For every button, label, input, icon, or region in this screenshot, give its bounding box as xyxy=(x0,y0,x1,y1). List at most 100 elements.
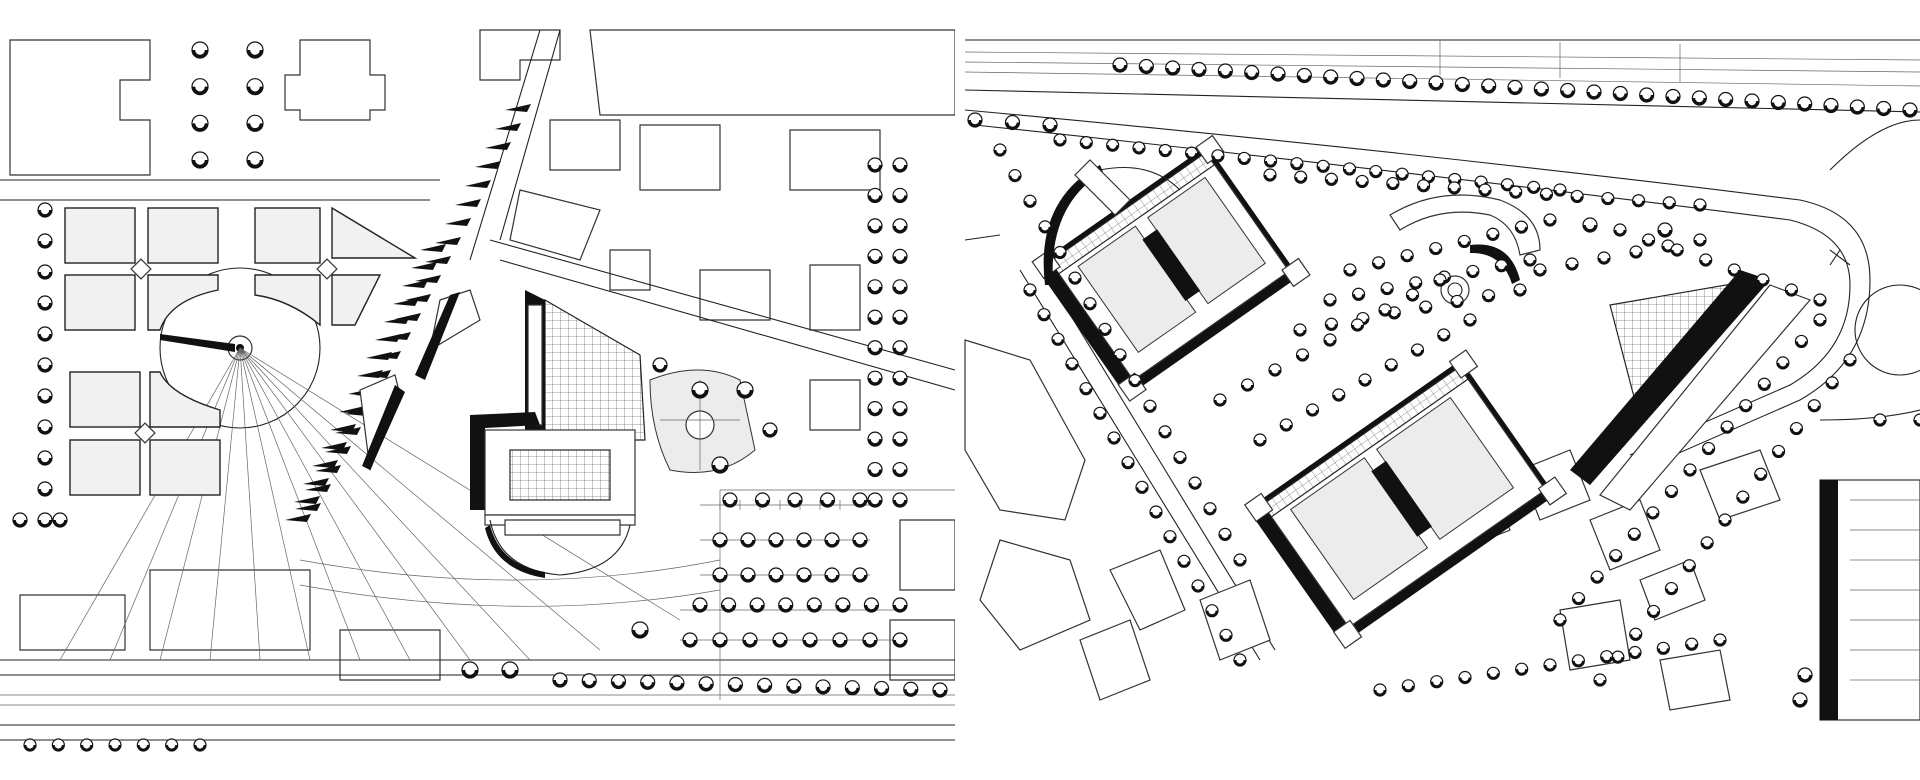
tree-shadow xyxy=(868,347,882,355)
tree-shadow xyxy=(1554,190,1566,196)
tree-shadow xyxy=(1685,644,1698,651)
tree-shadow xyxy=(1139,66,1154,74)
tree-shadow xyxy=(194,745,206,751)
tree-shadow xyxy=(807,605,822,612)
tree-shadow xyxy=(1508,87,1522,95)
tree-shadow xyxy=(1771,102,1786,110)
tree-shadow xyxy=(1629,634,1642,641)
pylon-marker xyxy=(393,298,419,306)
tree-shadow xyxy=(1352,294,1365,301)
tree-shadow xyxy=(868,317,882,325)
tree-shadow xyxy=(1785,290,1798,296)
tree-shadow xyxy=(750,605,765,612)
tree-shadow xyxy=(868,408,882,416)
tree-shadow xyxy=(1614,230,1626,236)
tree-shadow xyxy=(968,120,982,127)
tree-shadow xyxy=(1024,290,1036,296)
tree-shadow xyxy=(713,540,727,547)
tree-shadow xyxy=(1114,355,1126,361)
left-site-plan xyxy=(0,29,956,760)
tree-shadow xyxy=(741,540,755,547)
tree-shadow xyxy=(192,123,208,132)
tree-shadow xyxy=(502,670,518,678)
tree-shadow xyxy=(1903,110,1917,117)
surrounding-buildings xyxy=(9,29,956,681)
tree-shadow xyxy=(699,683,714,691)
parking-lot xyxy=(680,500,900,641)
tree-shadow xyxy=(38,334,52,341)
tree-shadow xyxy=(1411,350,1424,356)
tree-shadow xyxy=(868,165,882,172)
pylon-marker xyxy=(455,199,481,207)
pylon-marker xyxy=(475,161,501,169)
tree-shadow xyxy=(247,160,263,168)
tree-shadow xyxy=(1714,640,1726,646)
tree-shadow xyxy=(1220,635,1232,642)
tree-shadow xyxy=(1241,385,1254,392)
tree-shadow xyxy=(994,150,1006,156)
tree-shadow xyxy=(24,745,36,751)
tree-shadow xyxy=(1609,555,1622,562)
pylon-marker xyxy=(415,275,441,283)
tree-shadow xyxy=(1356,181,1369,188)
tree-shadow xyxy=(1448,187,1461,194)
tree-shadow xyxy=(1464,320,1476,326)
tree-shadow xyxy=(1402,81,1417,89)
tree-shadow xyxy=(1772,451,1785,458)
tree-shadow xyxy=(1814,320,1826,326)
tree-shadow xyxy=(1694,240,1706,246)
tree-shadow xyxy=(1524,260,1536,266)
tree-shadow xyxy=(611,681,626,689)
tree-shadow xyxy=(1417,185,1430,192)
tree-shadow xyxy=(653,365,667,372)
tree-shadow xyxy=(1381,288,1394,295)
tree-shadow xyxy=(1332,395,1345,401)
tree-shadow xyxy=(816,686,831,694)
tree-shadow xyxy=(1718,99,1733,107)
tree-shadow xyxy=(1611,657,1624,664)
tree-shadow xyxy=(1515,227,1528,234)
tree-shadow xyxy=(1419,307,1432,314)
pylon-marker xyxy=(294,496,320,504)
tree-shadow xyxy=(1509,192,1522,199)
tree-shadow xyxy=(1466,271,1479,278)
pylon-marker xyxy=(485,142,511,150)
pylon-marker xyxy=(495,123,521,131)
tree-shadow xyxy=(53,520,67,527)
pylon-marker xyxy=(366,352,392,360)
tree-shadow xyxy=(1692,98,1707,106)
tree-shadow xyxy=(1294,177,1307,184)
tree-shadow xyxy=(1385,365,1398,371)
tree-shadow xyxy=(1379,310,1391,316)
tree-shadow xyxy=(1351,325,1364,331)
tree-shadow xyxy=(1739,405,1752,412)
tree-shadow xyxy=(868,378,882,386)
tree-shadow xyxy=(1234,560,1246,566)
tree-shadow xyxy=(247,86,263,95)
tree-shadow xyxy=(1122,462,1134,469)
tree-shadow xyxy=(1214,400,1226,406)
tree-shadow xyxy=(1814,300,1826,306)
tree-shadow xyxy=(1219,534,1231,541)
tree-shadow xyxy=(1429,248,1442,255)
tree-shadow xyxy=(1663,202,1676,209)
pylon-marker xyxy=(303,478,329,486)
tree-shadow xyxy=(38,210,52,217)
tree-shadow xyxy=(1178,561,1190,568)
tree-shadow xyxy=(712,465,728,473)
pylon-marker xyxy=(465,180,491,188)
pylon-marker xyxy=(321,442,347,450)
tree-shadow xyxy=(1437,335,1450,341)
pylon-marker xyxy=(425,256,451,264)
tree-shadow xyxy=(1534,270,1546,276)
tree-shadow xyxy=(1459,677,1471,684)
tree-shadow xyxy=(1824,105,1838,113)
tree-shadow xyxy=(868,195,882,203)
tree-shadow xyxy=(1826,382,1839,389)
tree-shadow xyxy=(1254,440,1266,446)
tree-shadow xyxy=(1402,685,1415,692)
tree-shadow xyxy=(38,396,52,403)
tree-shadow xyxy=(786,686,801,694)
tree-shadow xyxy=(1914,420,1920,426)
tree-shadow xyxy=(1132,147,1145,154)
